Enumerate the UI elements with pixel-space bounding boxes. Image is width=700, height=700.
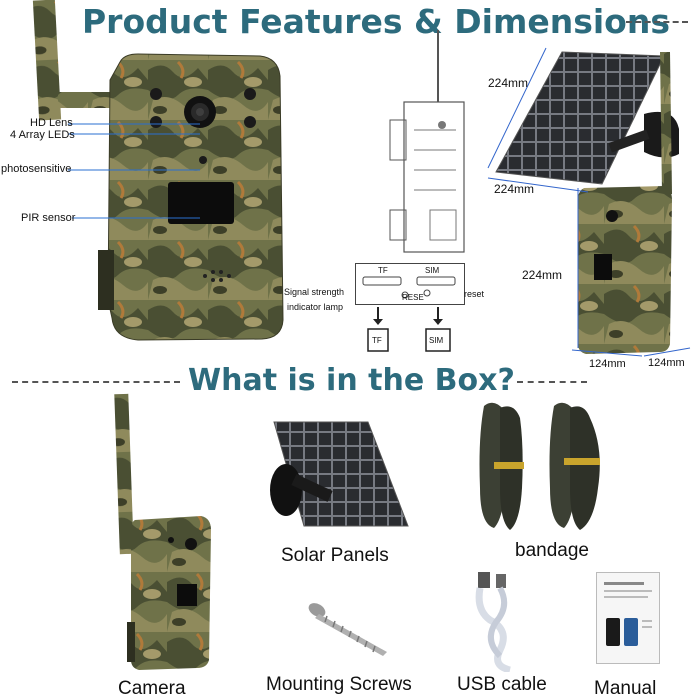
camera-width-dimension: 124mm bbox=[589, 358, 626, 370]
camera-depth-dimension: 124mm bbox=[648, 357, 685, 369]
sim-card-label: SIM bbox=[429, 336, 444, 345]
feature-camera-image bbox=[32, 0, 284, 341]
bandage-image bbox=[479, 402, 600, 530]
card-icons bbox=[367, 307, 451, 352]
solar-panels-caption: Solar Panels bbox=[281, 545, 389, 566]
box-title: What is in the Box? bbox=[188, 363, 515, 398]
manual-caption: Manual bbox=[594, 678, 657, 699]
tf-slot-label: TF bbox=[378, 266, 388, 275]
camera-image bbox=[114, 393, 211, 670]
usb-cable-caption: USB cable bbox=[457, 674, 547, 695]
camera-caption: Camera bbox=[118, 678, 186, 699]
array-leds-label: 4 Array LEDs bbox=[10, 129, 75, 141]
tf-card-label: TF bbox=[372, 336, 382, 345]
box-divider-left bbox=[12, 381, 180, 383]
bandage-caption: bandage bbox=[515, 540, 589, 561]
mounting-screws-caption: Mounting Screws bbox=[266, 674, 412, 695]
solar-panel-image bbox=[270, 421, 409, 527]
pir-sensor-label: PIR sensor bbox=[21, 212, 76, 224]
mounting-screw-image bbox=[308, 603, 387, 656]
signal-label-line2: indicator lamp bbox=[287, 302, 344, 312]
rese-label: RESE bbox=[402, 293, 424, 302]
page-title: Product Features & Dimensions bbox=[82, 2, 670, 41]
panel-bottom-dimension: 224mm bbox=[494, 182, 535, 196]
camera-height-dimension: 224mm bbox=[522, 268, 563, 282]
slot-detail-box bbox=[355, 263, 465, 305]
reset-label: reset bbox=[464, 289, 485, 299]
signal-label-line1: Signal strength bbox=[284, 287, 345, 297]
camera-line-drawing bbox=[389, 30, 465, 253]
usb-cable-image bbox=[475, 572, 511, 672]
manual-image bbox=[596, 572, 660, 664]
photosensitive-label: photosensitive bbox=[1, 163, 72, 175]
box-divider-right bbox=[517, 381, 587, 383]
panel-top-dimension: 224mm bbox=[488, 76, 529, 90]
solar-panel-dimension-image bbox=[487, 47, 691, 357]
title-divider bbox=[626, 21, 688, 23]
hd-lens-label: HD Lens bbox=[30, 117, 73, 129]
sim-slot-label: SIM bbox=[425, 266, 440, 275]
